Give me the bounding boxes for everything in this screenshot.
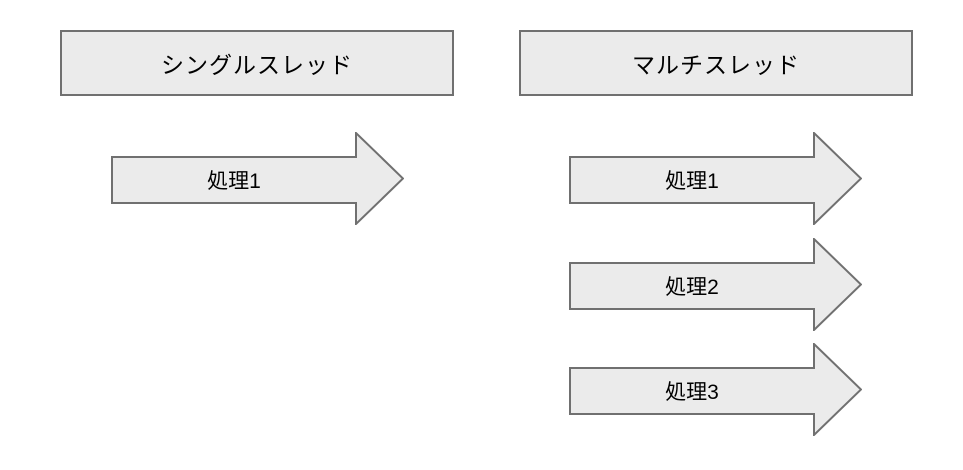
process-arrow-multi-1: 処理1	[569, 132, 862, 225]
multi-thread-title-box: マルチスレッド	[519, 30, 913, 96]
block-arrow-right-icon	[569, 132, 862, 225]
process-arrow-label: 処理1	[207, 170, 261, 193]
process-arrow-label: 処理2	[665, 276, 719, 299]
block-arrow-right-icon	[569, 238, 862, 331]
process-arrow-single-1: 処理1	[111, 132, 404, 225]
single-thread-title-box: シングルスレッド	[60, 30, 454, 96]
process-arrow-label: 処理3	[665, 381, 719, 404]
process-arrow-label: 処理1	[665, 170, 719, 193]
process-arrow-multi-2: 処理2	[569, 238, 862, 331]
block-arrow-right-icon	[569, 343, 862, 436]
process-arrow-multi-3: 処理3	[569, 343, 862, 436]
block-arrow-right-icon	[111, 132, 404, 225]
multi-thread-title: マルチスレッド	[632, 52, 800, 78]
single-thread-title: シングルスレッド	[161, 52, 353, 78]
